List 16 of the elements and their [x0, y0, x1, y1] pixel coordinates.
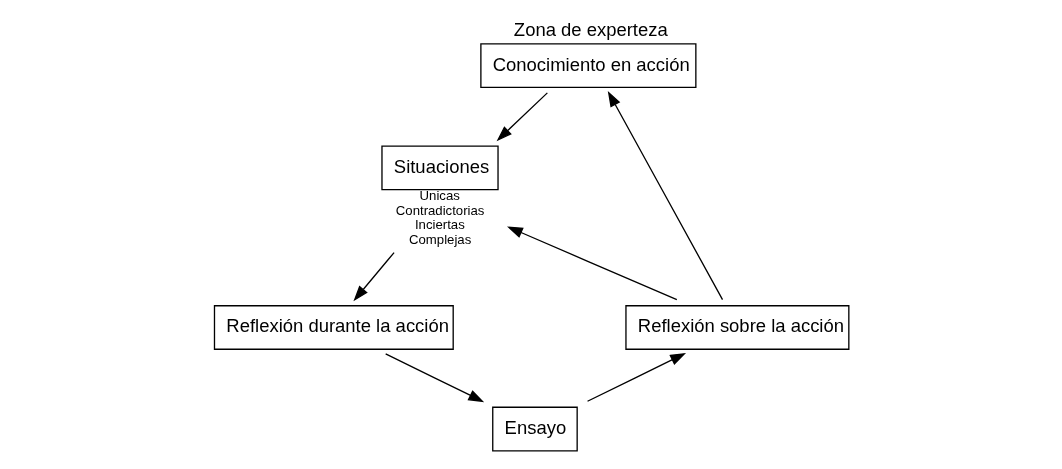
arrow [496, 92, 548, 142]
node-box: Situaciones [381, 145, 499, 191]
node-label: Contradictorias [395, 202, 485, 218]
arrow [353, 251, 395, 302]
node-label: Complejas [409, 231, 472, 247]
node-label: Zona de experteza [513, 19, 668, 41]
arrow [607, 91, 724, 301]
arrow [385, 353, 485, 403]
node-label: Unicas [419, 188, 460, 204]
arrow [586, 353, 687, 402]
node-box: Reflexión durante la acción [213, 305, 454, 350]
node-box: Reflexión sobre la acción [625, 305, 850, 350]
arrow [507, 226, 678, 301]
node-label: Inciertas [414, 217, 465, 233]
node-box: Ensayo [492, 406, 578, 452]
node-box: Conocimiento en acción [480, 43, 697, 89]
